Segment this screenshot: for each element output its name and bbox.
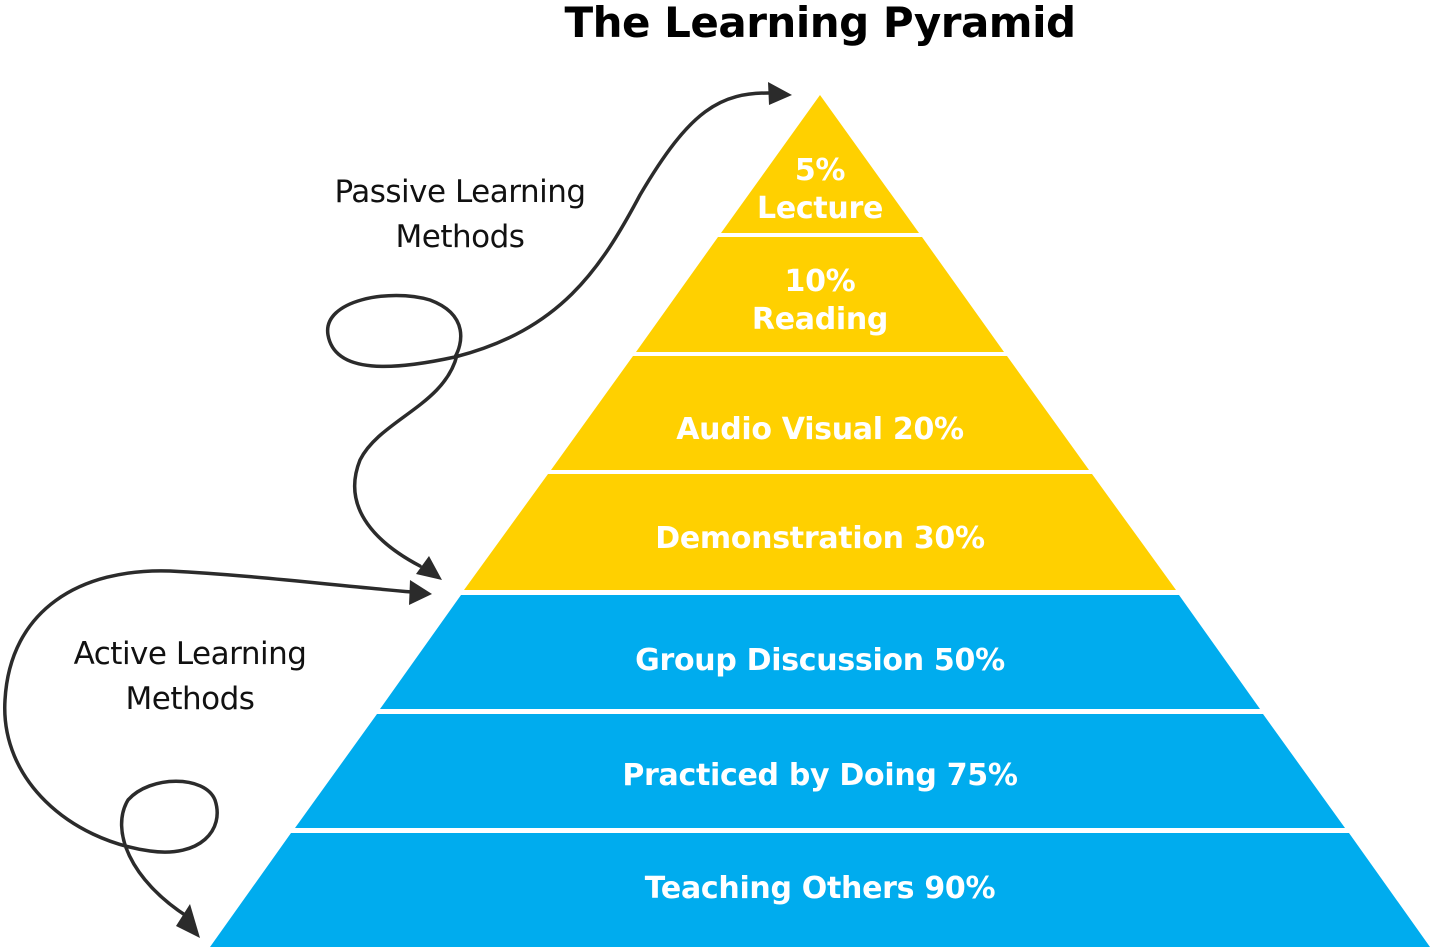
reading-method: Reading xyxy=(751,302,889,337)
layer-label-demonstration: Demonstration 30% xyxy=(655,521,985,556)
layer-teaching-others xyxy=(210,833,1430,947)
active-learning-label: Active Learning Methods xyxy=(74,632,307,722)
layer-audio-visual xyxy=(551,356,1089,470)
passive-label-line2: Methods xyxy=(395,219,525,255)
lecture-method: Lecture xyxy=(757,191,883,226)
passive-learning-label: Passive Learning Methods xyxy=(334,170,586,260)
active-label-line2: Methods xyxy=(125,681,255,717)
diagram-title: The Learning Pyramid xyxy=(564,0,1076,47)
layer-label-teaching-others: Teaching Others 90% xyxy=(644,871,996,906)
reading-percent: 10% xyxy=(784,264,856,299)
layer-group-discussion xyxy=(380,595,1260,709)
active-arrowhead-bottom xyxy=(176,904,200,938)
passive-label-line1: Passive Learning xyxy=(334,174,586,210)
layer-label-practiced-by-doing: Practiced by Doing 75% xyxy=(622,758,1018,793)
layer-demonstration xyxy=(464,474,1176,590)
active-arrowhead-top xyxy=(409,580,432,605)
passive-arrowhead-bottom xyxy=(416,556,442,580)
active-arrow xyxy=(3,569,414,919)
passive-arrowhead-top xyxy=(768,82,792,105)
layer-label-lecture: 5% Lecture xyxy=(757,152,883,228)
layer-reading xyxy=(636,237,1004,352)
layer-practiced-by-doing xyxy=(295,714,1345,828)
layer-label-audio-visual: Audio Visual 20% xyxy=(676,412,964,447)
passive-arrow xyxy=(326,91,774,568)
active-label-line1: Active Learning xyxy=(73,636,307,672)
layer-label-group-discussion: Group Discussion 50% xyxy=(635,643,1005,678)
layer-lecture xyxy=(721,95,919,233)
lecture-percent: 5% xyxy=(794,153,846,188)
layer-label-reading: 10% Reading xyxy=(752,263,888,339)
